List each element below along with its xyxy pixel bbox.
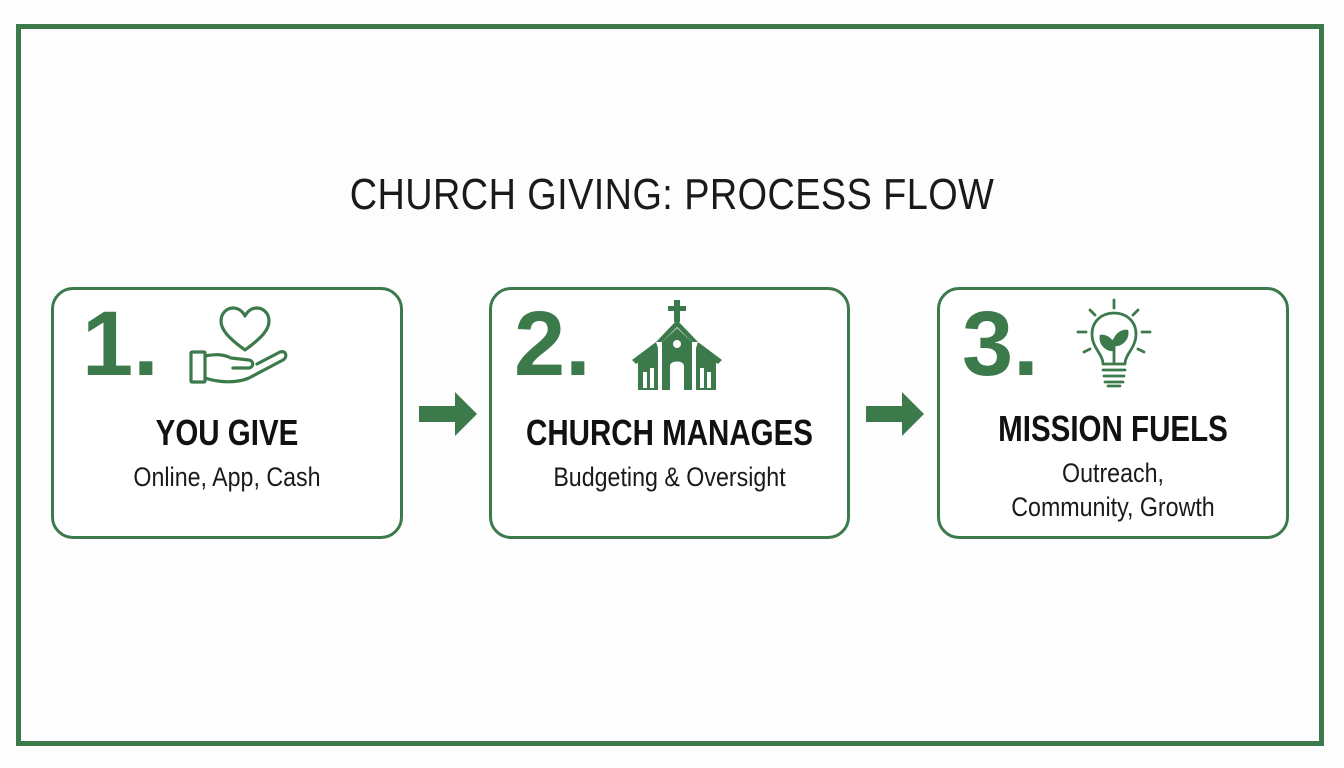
step-card-you-give: 1. YOU GIVE Online, App, Cash	[51, 287, 403, 539]
step-card-mission-fuels: 3.	[937, 287, 1289, 539]
step-subtitle: Budgeting & Oversight	[553, 462, 786, 492]
step-title: MISSION FUELS	[998, 408, 1228, 449]
step-number: 1.	[82, 293, 159, 395]
step-card-church-manages: 2.	[489, 287, 850, 539]
heart-in-hand-icon	[187, 304, 293, 394]
arrow-right-icon	[419, 390, 479, 438]
diagram-frame	[16, 24, 1324, 746]
step-subtitle: Outreach, Community, Growth	[1011, 458, 1215, 522]
arrow-right-icon	[866, 390, 926, 438]
step-number: 3.	[962, 293, 1039, 395]
diagram-title: CHURCH GIVING: PROCESS FLOW	[349, 170, 995, 219]
step-title: CHURCH MANAGES	[526, 412, 813, 453]
step-number: 2.	[514, 293, 591, 395]
step-subtitle: Online, App, Cash	[133, 462, 321, 492]
step-title: YOU GIVE	[155, 412, 299, 453]
church-icon	[632, 300, 722, 392]
lightbulb-sprout-icon	[1074, 298, 1154, 394]
